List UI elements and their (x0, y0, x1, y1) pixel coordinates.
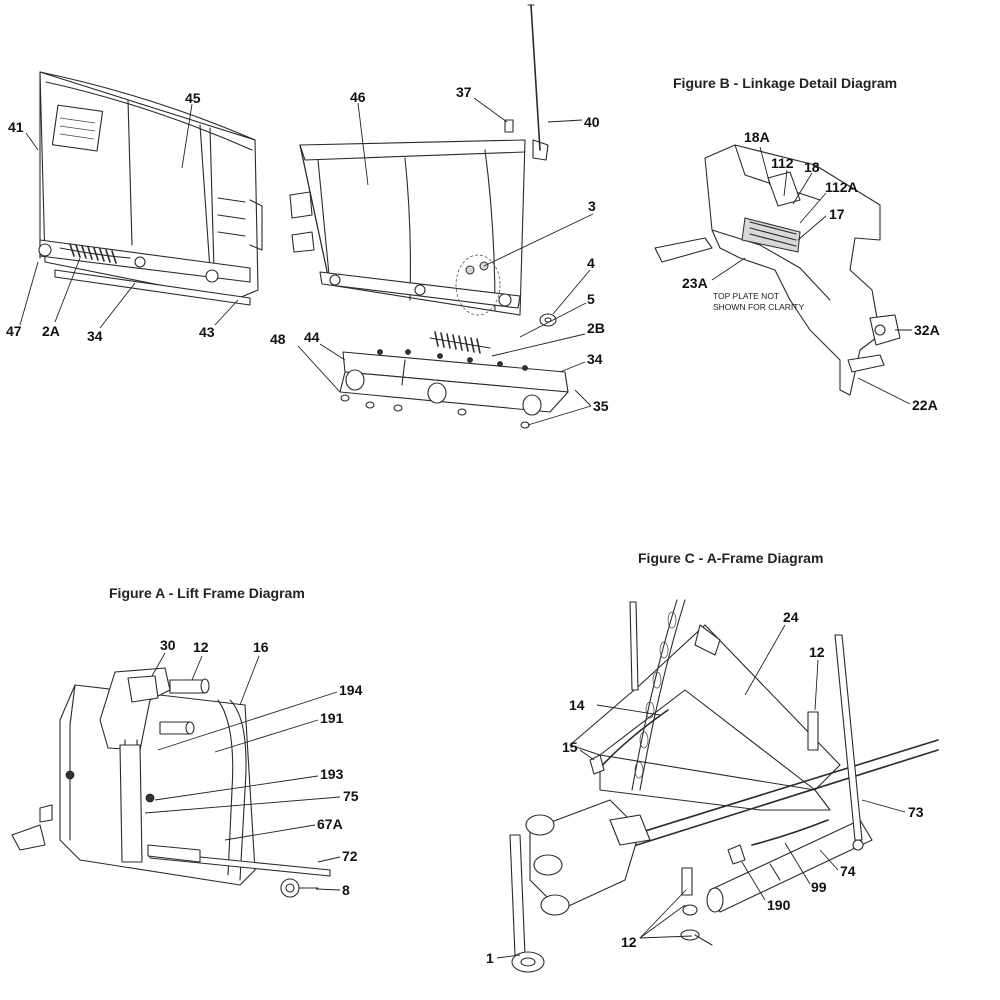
figure-b-title: Figure B - Linkage Detail Diagram (673, 75, 897, 91)
callout-2a: 2A (42, 323, 60, 339)
callout-22a: 22A (912, 397, 938, 413)
figure-c-texts: Figure C - A-Frame Diagram 24 12 14 15 7… (486, 550, 924, 966)
callout-37: 37 (456, 84, 472, 100)
callout-5: 5 (587, 291, 595, 307)
callout-12-c-top: 12 (809, 644, 825, 660)
callout-112a: 112A (825, 179, 858, 195)
callout-47: 47 (6, 323, 22, 339)
figure-a-lift-frame (11, 667, 331, 898)
callout-8: 8 (342, 882, 350, 898)
figure-b-note-line2: SHOWN FOR CLARITY (713, 302, 804, 312)
figure-a-texts: Figure A - Lift Frame Diagram 30 12 16 1… (109, 585, 363, 898)
callout-75: 75 (343, 788, 359, 804)
callout-193: 193 (320, 766, 344, 782)
blade-spring-2a (69, 243, 117, 264)
a-frame-chain (631, 599, 686, 791)
callout-18a: 18A (744, 129, 770, 145)
callout-23a: 23A (682, 275, 708, 291)
callout-18: 18 (804, 159, 820, 175)
callout-12-a: 12 (193, 639, 209, 655)
callout-73: 73 (908, 804, 924, 820)
figure-b-linkage (654, 144, 901, 396)
callout-32a: 32A (914, 322, 940, 338)
blade-front-view (38, 71, 263, 306)
callout-15: 15 (562, 739, 578, 755)
callout-45: 45 (185, 90, 201, 106)
callout-24: 24 (783, 609, 799, 625)
callout-190: 190 (767, 897, 791, 913)
callout-14: 14 (569, 697, 585, 713)
callout-30: 30 (160, 637, 176, 653)
callout-4: 4 (587, 255, 595, 271)
figure-b-texts: Figure B - Linkage Detail Diagram TOP PL… (673, 75, 940, 413)
callout-34-right: 34 (587, 351, 603, 367)
callout-99: 99 (811, 879, 827, 895)
callout-44: 44 (304, 329, 320, 345)
callout-112: 112 (771, 155, 794, 171)
figure-a-title: Figure A - Lift Frame Diagram (109, 585, 305, 601)
callout-12-c-bottom: 12 (621, 934, 637, 950)
callout-46: 46 (350, 89, 366, 105)
callout-2b: 2B (587, 320, 605, 336)
callout-48: 48 (270, 331, 286, 347)
callout-1: 1 (486, 950, 494, 966)
callout-34-left: 34 (87, 328, 103, 344)
callout-191: 191 (320, 710, 344, 726)
figure-c-a-frame (509, 599, 939, 973)
callout-17: 17 (829, 206, 845, 222)
blade-spring-2b (429, 331, 491, 354)
figure-c-title: Figure C - A-Frame Diagram (638, 550, 823, 566)
pivot-bar (339, 349, 569, 429)
callout-43: 43 (199, 324, 215, 340)
callout-41: 41 (8, 119, 24, 135)
figure-b-note-line1: TOP PLATE NOT (713, 291, 779, 301)
callout-16: 16 (253, 639, 269, 655)
callout-35: 35 (593, 398, 609, 414)
callout-3: 3 (588, 198, 596, 214)
blade-callouts: 41 45 46 37 40 3 4 5 2B 34 35 48 44 47 2… (6, 84, 609, 414)
callout-40: 40 (584, 114, 600, 130)
callout-194: 194 (339, 682, 363, 698)
callout-74: 74 (840, 863, 856, 879)
blade-rear-view (289, 4, 557, 354)
callout-67a: 67A (317, 816, 343, 832)
leader-lines (19, 97, 912, 959)
callout-72: 72 (342, 848, 358, 864)
